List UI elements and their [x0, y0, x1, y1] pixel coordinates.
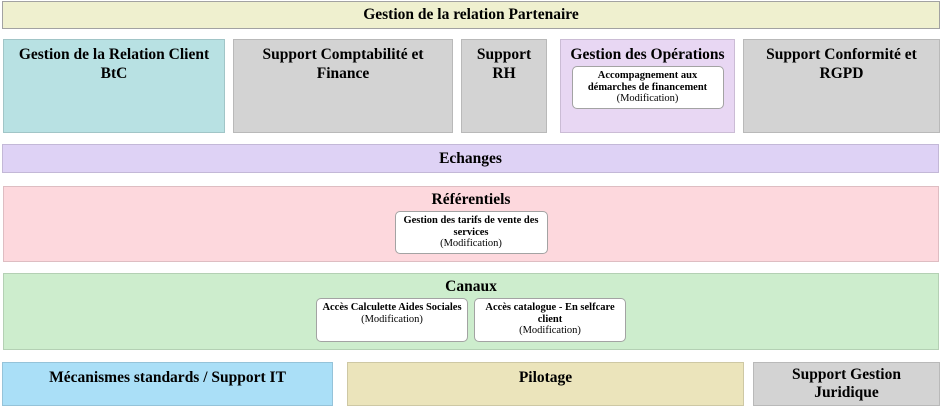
block-support-comptabilite-finance-label: Support Comptabilité et Finance: [262, 46, 424, 82]
block-pilotage: Pilotage: [347, 362, 744, 406]
diagram-title: Gestion de la relation Partenaire: [363, 6, 579, 23]
modification-tag: (Modification): [519, 325, 581, 336]
card-accompagnement-demarches-financement: Accompagnement aux démarches de financem…: [571, 66, 724, 109]
card-acces-catalogue-selfcare-client-label: Accès catalogue - En selfcare client: [485, 302, 615, 325]
card-acces-calculette-aides-sociales: Accès Calculette Aides Sociales (Modific…: [316, 298, 468, 342]
card-accompagnement-demarches-financement-label: Accompagnement aux démarches de financem…: [587, 70, 708, 93]
block-support-rh: Support RH: [461, 39, 547, 133]
card-acces-catalogue-selfcare-client: Accès catalogue - En selfcare client (Mo…: [474, 298, 626, 342]
block-support-gestion-juridique: Support Gestion Juridique: [753, 362, 940, 406]
card-acces-calculette-aides-sociales-label: Accès Calculette Aides Sociales: [322, 302, 462, 313]
block-gestion-des-operations: Gestion des Opérations Accompagnement au…: [560, 39, 735, 133]
band-canaux-cards: Accès Calculette Aides Sociales (Modific…: [4, 298, 938, 342]
block-support-comptabilite-finance: Support Comptabilité et Finance: [233, 39, 453, 133]
band-canaux: Canaux Accès Calculette Aides Sociales (…: [3, 273, 939, 350]
diagram-title-bar: Gestion de la relation Partenaire: [2, 1, 940, 29]
block-support-gestion-juridique-label: Support Gestion Juridique: [792, 366, 901, 401]
block-gestion-relation-client-btc-label: Gestion de la Relation Client BtC: [18, 46, 210, 82]
band-referentiels-cards: Gestion des tarifs de vente des services…: [4, 211, 938, 254]
block-gestion-relation-client-btc: Gestion de la Relation Client BtC: [3, 39, 225, 133]
card-gestion-tarifs-vente-services: Gestion des tarifs de vente des services…: [394, 211, 548, 254]
band-echanges-label: Echanges: [439, 150, 502, 167]
band-referentiels: Référentiels Gestion des tarifs de vente…: [3, 186, 939, 262]
block-mecanismes-standards-support-it: Mécanismes standards / Support IT: [2, 362, 333, 406]
band-canaux-label: Canaux: [445, 278, 497, 295]
block-pilotage-label: Pilotage: [518, 369, 573, 386]
block-support-rh-label: Support RH: [476, 46, 532, 82]
modification-tag: (Modification): [440, 238, 502, 249]
block-gestion-des-operations-label: Gestion des Opérations: [570, 46, 725, 63]
modification-tag: (Modification): [361, 313, 423, 325]
block-support-conformite-rgpd-label: Support Conformité et RGPD: [766, 46, 917, 82]
card-gestion-tarifs-vente-services-label: Gestion des tarifs de vente des services: [403, 215, 539, 238]
block-mecanismes-standards-support-it-label: Mécanismes standards / Support IT: [49, 369, 286, 386]
block-support-conformite-rgpd: Support Conformité et RGPD: [743, 39, 940, 133]
band-echanges: Echanges: [2, 144, 939, 173]
band-referentiels-label: Référentiels: [431, 191, 511, 208]
modification-tag: (Modification): [616, 93, 679, 104]
